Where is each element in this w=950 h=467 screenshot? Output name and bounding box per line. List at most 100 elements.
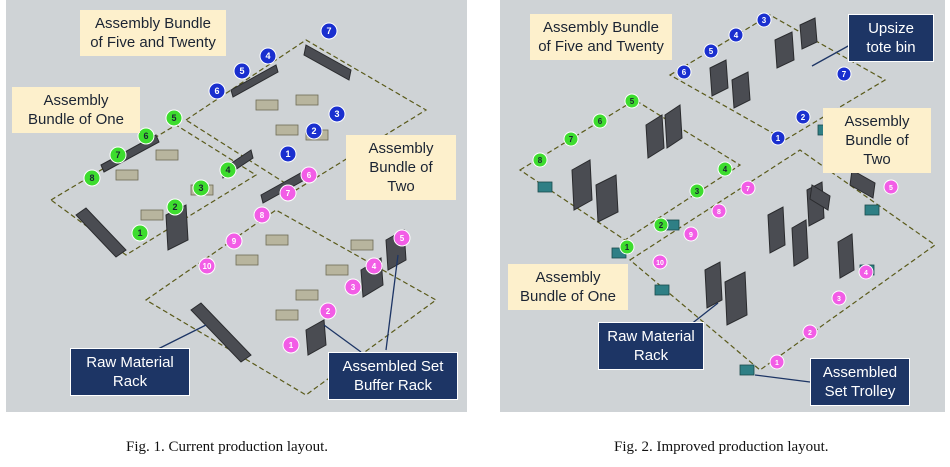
marker-number: 7: [115, 150, 120, 160]
marker-blue-4: [728, 27, 744, 43]
label-bundle-two: Assembly Bundle of Two: [823, 108, 931, 173]
marker-number: 5: [709, 47, 714, 56]
marker-blue-7: [320, 22, 338, 40]
marker-number: 10: [656, 260, 664, 267]
marker-number: 4: [372, 262, 377, 271]
label-bundle-one: Assembly Bundle of One: [12, 87, 140, 133]
marker-green-6: [592, 113, 608, 129]
workstation-shape: [115, 169, 139, 181]
tote-bin-shape: [654, 284, 670, 296]
leader-line: [754, 374, 811, 383]
tote-bin-shape: [864, 204, 880, 216]
marker-magenta-3: [344, 278, 362, 296]
workstation-shape: [140, 209, 164, 221]
marker-number: 3: [695, 187, 700, 196]
figure-2-caption: Fig. 2. Improved production layout.: [614, 439, 829, 455]
rack-shape: [645, 114, 665, 159]
workstation-shape: [350, 239, 374, 251]
marker-number: 2: [172, 202, 177, 212]
marker-number: 3: [334, 109, 339, 119]
marker-number: 5: [171, 113, 176, 123]
rack-shape: [230, 64, 279, 98]
marker-number: 4: [734, 31, 739, 40]
callout-assembled-set-trolley: Assembled Set Trolley: [810, 358, 910, 406]
rack-shape: [809, 184, 831, 211]
marker-green-8: [83, 169, 101, 187]
rack-shape: [837, 233, 855, 279]
marker-green-5: [165, 109, 183, 127]
marker-magenta-3: [831, 290, 847, 306]
label-bundle-five-twenty: Assembly Bundle of Five and Twenty: [530, 14, 672, 60]
marker-magenta-9: [225, 232, 243, 250]
marker-number: 2: [326, 307, 331, 316]
rack-shape: [774, 31, 795, 69]
rack-shape: [664, 104, 683, 149]
marker-number: 2: [659, 221, 664, 230]
rack-shape: [791, 219, 809, 267]
marker-number: 5: [630, 97, 635, 106]
marker-magenta-2: [319, 302, 337, 320]
marker-number: 3: [198, 183, 203, 193]
marker-blue-4: [259, 47, 277, 65]
rack-shape: [303, 44, 352, 81]
marker-number: 9: [232, 237, 237, 246]
rack-shape: [571, 159, 593, 211]
marker-green-2: [166, 198, 184, 216]
rack-shape: [190, 302, 252, 363]
marker-magenta-6: [300, 166, 318, 184]
marker-magenta-10: [198, 257, 216, 275]
workstation-shape: [155, 149, 179, 161]
marker-number: 5: [239, 66, 244, 76]
rack-shape: [849, 169, 876, 199]
marker-number: 3: [762, 16, 767, 25]
marker-number: 8: [260, 211, 265, 220]
marker-magenta-4: [858, 264, 874, 280]
workstation-shape: [275, 309, 299, 321]
marker-blue-6: [676, 64, 692, 80]
zone-boundary-five-twenty: [668, 14, 887, 141]
floor-plan-drawing: 1 2 3 4 5 6 7 1 2 3 4 5 6 7 8 1 2 3 4 5 …: [518, 12, 937, 383]
workstation-shape: [235, 254, 259, 266]
marker-blue-1: [279, 145, 297, 163]
leader-line: [811, 44, 851, 67]
marker-number: 6: [214, 86, 219, 96]
marker-number: 1: [775, 360, 779, 367]
tote-bin-shape: [739, 364, 755, 376]
marker-magenta-8: [253, 206, 271, 224]
marker-number: 3: [837, 296, 841, 303]
marker-green-7: [109, 146, 127, 164]
workstation-shape: [265, 234, 289, 246]
marker-blue-2: [305, 122, 323, 140]
marker-blue-2: [795, 109, 811, 125]
marker-magenta-9: [683, 226, 699, 242]
marker-number: 7: [569, 135, 574, 144]
marker-number: 5: [400, 234, 405, 243]
marker-magenta-8: [711, 203, 727, 219]
marker-green-7: [563, 131, 579, 147]
marker-blue-5: [703, 43, 719, 59]
marker-magenta-7: [279, 184, 297, 202]
marker-number: 7: [842, 70, 847, 79]
marker-green-8: [532, 152, 548, 168]
workstation-shape: [295, 289, 319, 301]
marker-magenta-5: [393, 229, 411, 247]
callout-raw-material-rack: Raw Material Rack: [70, 348, 190, 396]
rack-shape: [724, 271, 748, 326]
marker-number: 7: [286, 189, 291, 198]
marker-green-5: [624, 93, 640, 109]
leader-line: [689, 302, 719, 326]
marker-magenta-5: [883, 179, 899, 195]
marker-green-3: [192, 179, 210, 197]
marker-number: 6: [682, 68, 687, 77]
callout-upsize-tote-bin: Upsize tote bin: [848, 14, 934, 62]
marker-magenta-1: [282, 336, 300, 354]
marker-green-3: [689, 183, 705, 199]
marker-number: 1: [625, 243, 630, 252]
marker-number: 2: [808, 330, 812, 337]
rack-shape: [799, 17, 818, 50]
marker-number: 9: [689, 232, 693, 239]
marker-number: 1: [289, 341, 294, 350]
figure-1-caption: Fig. 1. Current production layout.: [126, 439, 329, 455]
marker-number: 1: [776, 134, 781, 143]
marker-green-6: [137, 127, 155, 145]
